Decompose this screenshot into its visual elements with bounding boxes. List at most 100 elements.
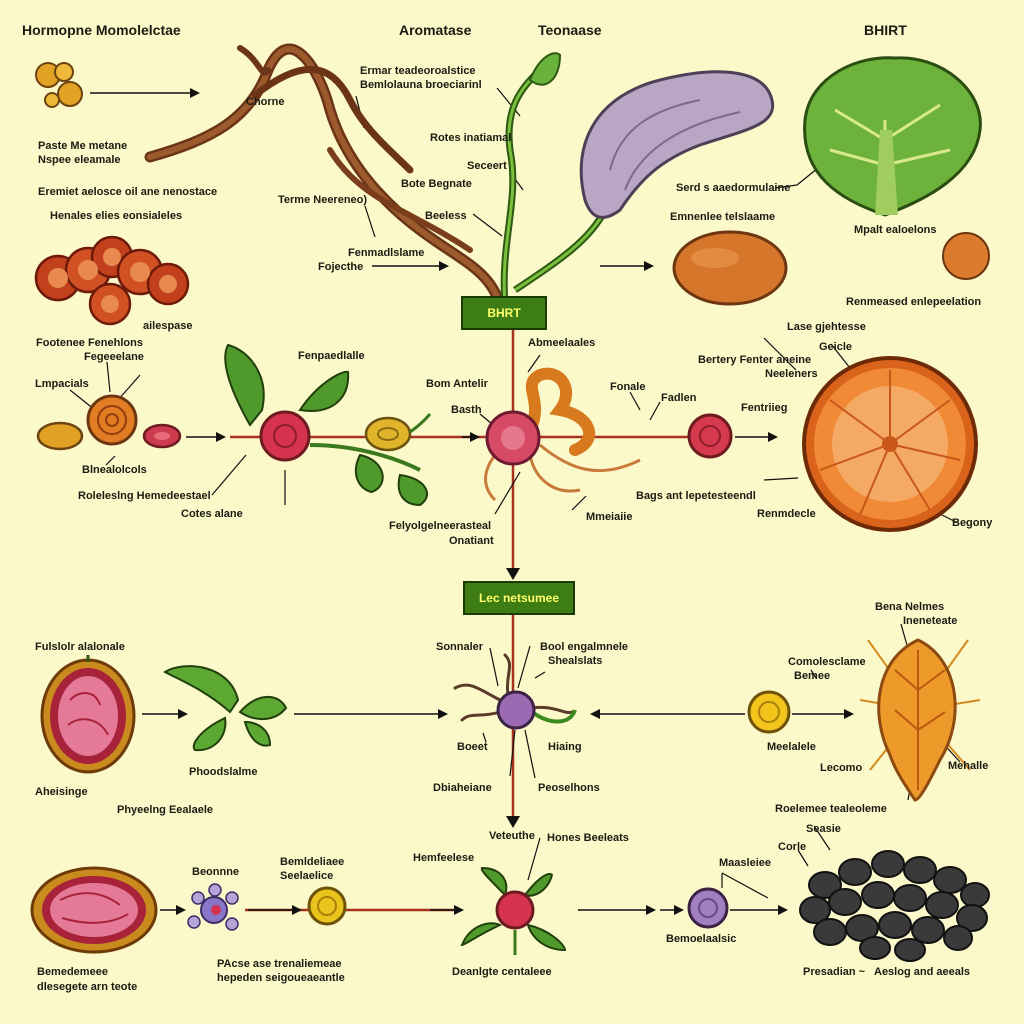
label-bags: Bags ant lepetesteendl xyxy=(636,490,756,502)
label-aeslog: Aeslog and aeeals xyxy=(874,966,970,978)
label-footenee-line2: Fegeeelane xyxy=(84,351,144,363)
red-disc-cell-icon xyxy=(142,423,182,449)
orange-spiky-gland-icon xyxy=(859,638,981,802)
label-fojecthe: Fojecthe xyxy=(318,261,364,273)
purple-star-cell-icon xyxy=(187,883,239,931)
orange-spiral-cell-icon xyxy=(86,394,138,446)
label-begony: Begony xyxy=(952,517,993,529)
leafy-branch-red-node-icon xyxy=(224,343,428,507)
label-fonale: Fonale xyxy=(610,381,646,393)
label-fenpaedlalle: Fenpaedlalle xyxy=(298,350,365,362)
label-mpalt: Mpalt ealoelons xyxy=(854,224,937,236)
label-bemedemeee-line1: Bemedemeee xyxy=(37,966,108,978)
label-hiaing: Hiaing xyxy=(548,741,582,753)
label-mehalle: Mehalle xyxy=(948,760,989,772)
label-basth: Basth xyxy=(451,404,482,416)
label-stem-line1: Ermar teadeoroalstice xyxy=(360,65,476,77)
label-fadlen: Fadlen xyxy=(661,392,697,404)
black-granule-cluster-icon xyxy=(799,850,990,962)
label-bemldeliaee-line1: Bemldeliaee xyxy=(280,856,345,868)
label-paste-line1: Paste Me metane xyxy=(38,140,128,152)
label-chorne: Chorne xyxy=(246,96,285,108)
label-terme: Terme Neereneo) xyxy=(278,194,368,206)
golden-cell-icon xyxy=(36,421,84,451)
label-blnealolcols: Blnealolcols xyxy=(82,464,147,476)
label-bertery-line2: Neeleners xyxy=(765,368,818,380)
header-bhirt: BHIRT xyxy=(864,22,907,38)
yellow-ring-cell-icon xyxy=(307,886,347,926)
small-orange-cell-icon xyxy=(942,232,990,280)
label-boeet: Boeet xyxy=(457,741,488,753)
label-felyolge-line1: Felyolgelneerasteal xyxy=(389,520,492,532)
label-beeless: Beeless xyxy=(425,210,467,222)
label-stem-line2: Bemlolauna broeciarinl xyxy=(360,79,482,91)
label-fulslolr: Fulslolr alalonale xyxy=(35,641,125,653)
label-phyecing: Phyeelng Eealaele xyxy=(117,804,213,816)
header-left-title: Hormopne Momolelctae xyxy=(22,22,181,38)
green-leaf-cluster-icon xyxy=(162,665,288,752)
label-serd: Serd s aaedormulaine xyxy=(676,182,791,194)
purple-pancreas-organ-icon xyxy=(579,70,775,219)
green-sprout-stem-icon xyxy=(500,52,609,306)
center-box-bhrt: BHRT xyxy=(461,296,547,330)
label-henales: Henales elies eonsialeles xyxy=(50,210,183,222)
green-leaf-organ-icon xyxy=(803,56,982,217)
label-comolesc-line1: Comolesclame xyxy=(788,656,866,668)
label-presadian: Presadian ~ xyxy=(803,966,866,978)
label-corle: Corle xyxy=(778,841,807,853)
label-emnenlee: Emnenlee telslaame xyxy=(670,211,776,223)
hormone-molecule-cluster-icon xyxy=(35,62,83,108)
label-dbiaheiane: Dbiaheiane xyxy=(433,782,492,794)
label-mmeiaiie: Mmeiaiie xyxy=(586,511,633,523)
label-rotes: Rotes inatiamal xyxy=(430,132,512,144)
pink-flat-tissue-icon xyxy=(30,866,158,954)
orange-cross-section-organ-icon xyxy=(802,356,978,532)
label-pacse-line2: hepeden seigoueaeantle xyxy=(217,972,345,984)
label-renmeased: Renmeased enlepeelation xyxy=(846,296,982,308)
label-felyolge-line2: Onatiant xyxy=(449,535,494,547)
purple-neuron-cell-icon xyxy=(453,653,577,730)
label-deanlgte: Deanlgte centaleee xyxy=(452,966,552,978)
label-renmdecle: Renmdecle xyxy=(757,508,816,520)
label-lase-line1: Lase gjehtesse xyxy=(787,321,866,333)
label-veteuthe: Veteuthe xyxy=(489,830,535,842)
red-tissue-cluster-icon xyxy=(34,235,190,326)
label-seasie: Seasie xyxy=(806,823,841,835)
label-bool-line1: Bool engalmnele xyxy=(540,641,629,653)
label-bena-line2: Ineneteate xyxy=(903,615,958,627)
label-eremiet: Eremiet aelosce oil ane nenostace xyxy=(38,186,218,198)
label-bool-line2: Shealslats xyxy=(548,655,603,667)
label-bertery-line1: Bertery Fenter aneine xyxy=(698,354,812,366)
label-beonnne: Beonnne xyxy=(192,866,240,878)
label-bemldeliaee-line2: Seelaelice xyxy=(280,870,334,882)
brown-root-vessel-icon xyxy=(144,43,506,311)
header-teonaase: Teonaase xyxy=(538,22,602,38)
label-pacse-line1: PAcse ase trenaliemeae xyxy=(217,958,342,970)
label-sonnaler: Sonnaler xyxy=(436,641,484,653)
label-fentriieg: Fentriieg xyxy=(741,402,788,414)
label-bemedemeee-line2: dlesegete arn teote xyxy=(37,981,138,993)
label-hones-beeleats: Hones Beeleats xyxy=(547,832,629,844)
label-lase-line2: Geicle xyxy=(819,341,853,353)
central-hub-cell-icon xyxy=(484,367,641,502)
label-meelalele: Meelalele xyxy=(767,741,816,753)
orange-potato-tissue-icon xyxy=(672,230,788,306)
label-rolelesing: Roleleslng Hemedeestael xyxy=(78,490,211,502)
label-hemfeelese: Hemfeelese xyxy=(413,852,475,864)
header-aromatase: Aromatase xyxy=(399,22,472,38)
label-aheisinge: Aheisinge xyxy=(35,786,88,798)
label-peoselhons: Peoselhons xyxy=(538,782,600,794)
label-comolesc-line2: Bemee xyxy=(794,670,831,682)
label-seceert: Seceert xyxy=(467,160,507,172)
label-bom-antelir: Bom Antelir xyxy=(426,378,488,390)
label-bena-line1: Bena Nelmes xyxy=(875,601,945,613)
label-ailespase: ailespase xyxy=(143,320,193,332)
label-abmeelaales: Abmeelaales xyxy=(528,337,596,349)
center-box-lec-netsumee: Lec netsumee xyxy=(463,581,575,615)
label-lmpacials: Lmpacials xyxy=(35,378,89,390)
label-bemoelaalsic: Bemoelaalsic xyxy=(666,933,737,945)
purple-round-cell-icon xyxy=(687,887,729,929)
label-maasleiee: Maasleiee xyxy=(719,857,771,869)
